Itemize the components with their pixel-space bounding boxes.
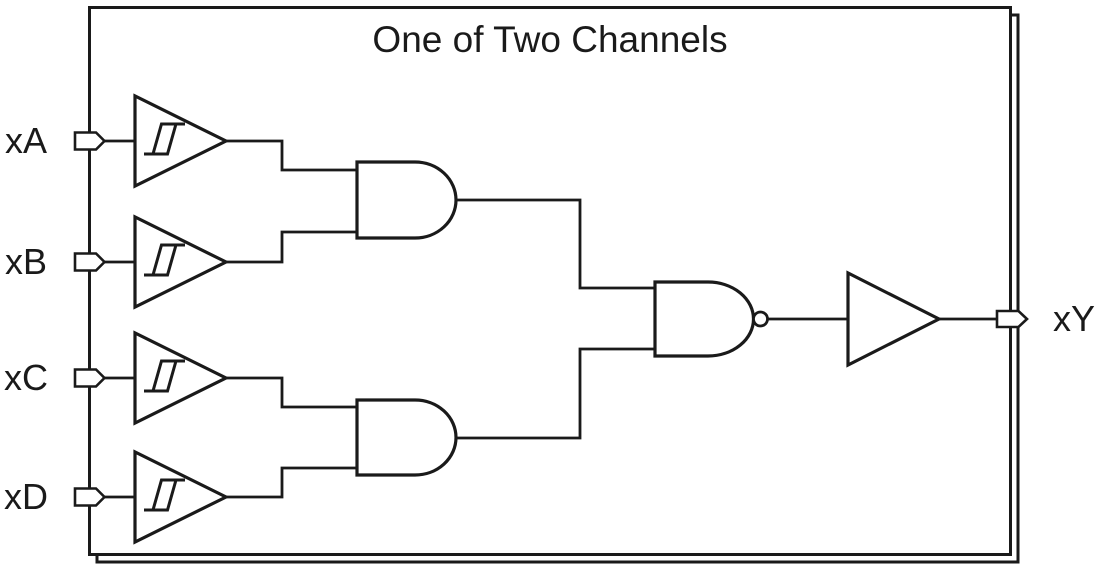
schmitt-buffer-c [133, 330, 230, 426]
input-label-xa: xA [4, 120, 47, 161]
input-label-xc: xC [4, 357, 48, 398]
hysteresis-icon [144, 478, 185, 512]
wire-xd-to-and2 [224, 466, 357, 499]
input-pin-xd-icon [73, 487, 107, 507]
hysteresis-icon [144, 359, 185, 393]
input-label-xd: xD [4, 476, 48, 517]
input-pin-xc-icon [73, 368, 107, 388]
and-gate-2 [355, 398, 458, 477]
diagram-title: One of Two Channels [372, 19, 728, 60]
inversion-bubble-icon [752, 310, 769, 328]
schmitt-buffer-b [133, 214, 230, 310]
and-gate-1 [355, 160, 458, 240]
input-pin-xa-icon [73, 131, 107, 151]
input-pin-xb-icon [73, 252, 107, 272]
schmitt-buffer-d [133, 449, 230, 545]
hysteresis-icon [144, 243, 185, 277]
wire-and1-to-nand [456, 198, 655, 290]
wire-xc-to-and2 [224, 376, 357, 409]
channel-box [88, 6, 1012, 556]
wire-and2-to-nand [456, 347, 655, 440]
wire-xb-to-and1 [224, 230, 357, 264]
hysteresis-icon [144, 122, 185, 156]
output-label-xy: xY [1052, 298, 1095, 339]
nand-gate [653, 280, 769, 358]
input-label-xb: xB [4, 241, 47, 282]
output-buffer [846, 270, 943, 368]
schmitt-buffer-a [133, 93, 230, 189]
output-pin-xy-icon [995, 309, 1029, 329]
wire-xa-to-and1 [224, 139, 357, 172]
